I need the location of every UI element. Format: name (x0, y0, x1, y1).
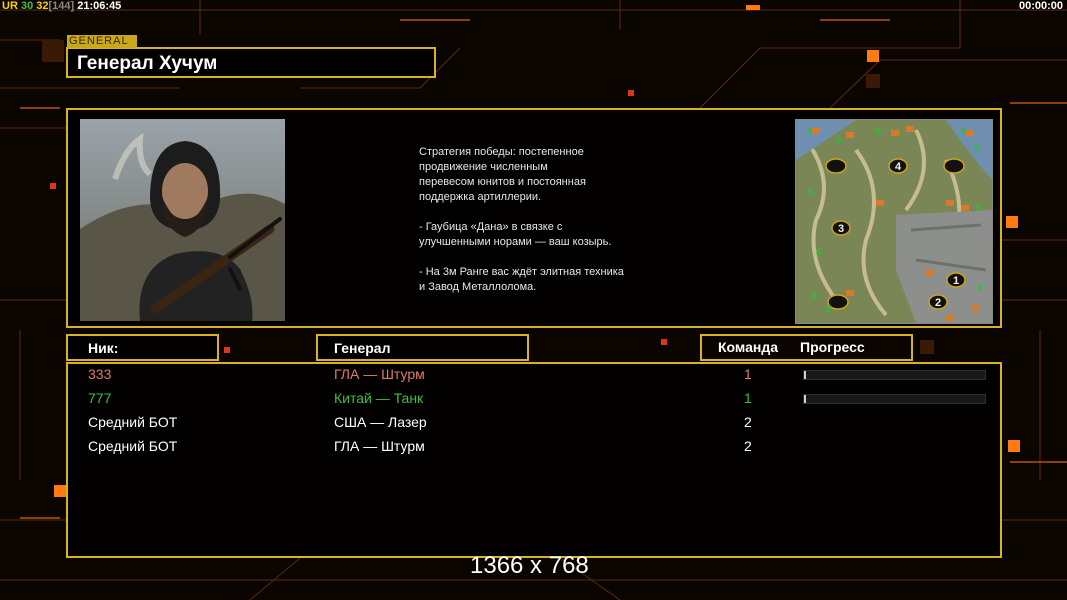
header-nick: Ник: (88, 340, 119, 356)
resolution-label: 1366 x 768 (470, 552, 589, 579)
svg-text:$: $ (826, 304, 831, 314)
hud-ur-label: UR (2, 0, 18, 12)
general-title-box: Генерал Хучум (66, 47, 436, 78)
player-row: Средний БОТ ГЛА — Штурм 2 (68, 438, 1000, 460)
header-general-box: Генерал (316, 334, 529, 361)
progress-bar (803, 370, 986, 380)
minimap[interactable]: 1 2 3 4 $$$ $$$ $$$ $$$ (795, 119, 993, 324)
svg-text:3: 3 (838, 223, 844, 235)
player-row: 333 ГЛА — Штурм 1 (68, 366, 1000, 388)
svg-text:$: $ (808, 126, 813, 136)
svg-text:$: $ (961, 126, 966, 136)
svg-text:$: $ (876, 126, 881, 136)
svg-text:1: 1 (953, 275, 959, 287)
svg-text:2: 2 (935, 297, 941, 309)
svg-text:$: $ (836, 136, 841, 146)
svg-text:$: $ (974, 142, 979, 152)
player-nick: 777 (88, 390, 112, 406)
player-team: 1 (744, 390, 752, 406)
player-general: ГЛА — Штурм (334, 438, 425, 454)
svg-text:$: $ (812, 290, 817, 300)
player-nick: 333 (88, 366, 112, 382)
player-general: Китай — Танк (334, 390, 424, 406)
general-title: Генерал Хучум (77, 53, 218, 74)
hud-clock: 21:06:45 (77, 0, 122, 12)
progress-fill (804, 395, 806, 403)
hud-value-1: 30 (20, 0, 34, 12)
svg-text:$: $ (976, 202, 981, 212)
player-nick: Средний БОТ (88, 414, 178, 430)
general-description: Стратегия победы: постепенное продвижени… (419, 146, 624, 293)
svg-text:$: $ (808, 187, 813, 197)
hud-value-2: 32 (36, 0, 49, 12)
hud-bracket: [144] (48, 0, 75, 12)
hud-timer: 00:00:00 (1018, 0, 1063, 12)
player-row: Средний БОТ США — Лазер 2 (68, 414, 1000, 436)
svg-text:$: $ (816, 247, 821, 257)
header-team-progress-box: Команда Прогресс (700, 334, 913, 361)
player-general: ГЛА — Штурм (334, 366, 425, 382)
general-tag: GENERAL (67, 35, 137, 48)
progress-fill (804, 371, 806, 379)
header-nick-box: Ник: (66, 334, 219, 361)
progress-bar (803, 394, 986, 404)
player-team: 2 (744, 414, 752, 430)
hud-status: UR 30 32[144] 21:06:45 (2, 0, 121, 12)
player-team: 2 (744, 438, 752, 454)
general-info-panel: Стратегия победы: постепенное продвижени… (66, 108, 1002, 328)
header-team: Команда (718, 339, 778, 355)
player-row: 777 Китай — Танк 1 (68, 390, 1000, 412)
header-general: Генерал (334, 340, 391, 356)
player-team: 1 (744, 366, 752, 382)
player-general: США — Лазер (334, 414, 427, 430)
svg-text:$: $ (978, 282, 983, 292)
general-portrait (80, 119, 285, 321)
header-progress: Прогресс (800, 339, 865, 355)
player-nick: Средний БОТ (88, 438, 178, 454)
svg-text:4: 4 (895, 161, 902, 173)
